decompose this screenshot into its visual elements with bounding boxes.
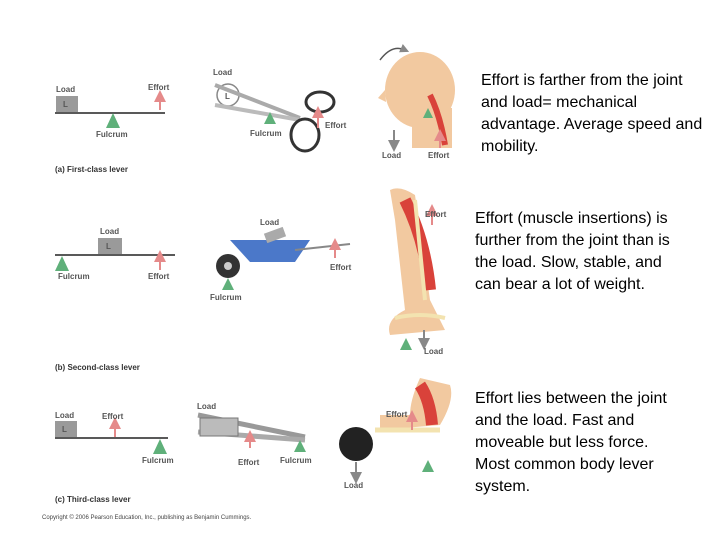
load-box <box>56 96 78 112</box>
elbow-fulcrum <box>422 460 434 472</box>
load-label: Load <box>100 227 119 236</box>
tweezers-fulcrum <box>294 440 306 452</box>
tweezers-fulcrum-label: Fulcrum <box>280 456 312 465</box>
load-label: Load <box>55 411 74 420</box>
tweezers-grip <box>199 417 239 437</box>
tweezers-effort-label: Effort <box>238 458 260 467</box>
effort-label: Effort <box>102 412 124 421</box>
second-class-caption: (b) Second-class lever <box>55 363 140 372</box>
wheelbarrow-fulcrum-label: Fulcrum <box>210 293 242 302</box>
third-class-lever-schematic: Load L Effort Fulcrum <box>55 411 174 465</box>
arm-effort-label: Effort <box>386 410 408 419</box>
arm-load-label: Load <box>344 481 363 490</box>
copyright-notice: Copyright © 2006 Pearson Education, Inc.… <box>42 515 252 521</box>
load-box <box>98 238 122 254</box>
load-box-label: L <box>63 100 68 109</box>
head-rotation-arrow <box>379 44 410 61</box>
fulcrum-label: Fulcrum <box>96 130 128 139</box>
load-box <box>55 421 77 437</box>
head-load-label: Load <box>382 151 401 160</box>
scissors-illustration: Load L Fulcrum Effort <box>213 68 347 153</box>
scissors-fulcrum <box>264 112 276 124</box>
leg-foot-illustration: Effort Load <box>389 188 447 356</box>
wheelbarrow-load-label: Load <box>260 218 279 227</box>
effort-label: Effort <box>148 83 170 92</box>
second-class-lever-schematic: Load L Fulcrum Effort <box>55 227 175 281</box>
leg-load-label: Load <box>424 347 443 356</box>
wheelbarrow-fulcrum <box>222 278 234 290</box>
third-class-caption: (c) Third-class lever <box>55 495 131 504</box>
load-label: Load <box>56 85 75 94</box>
ball-load <box>339 427 373 461</box>
scissors-effort-label: Effort <box>325 121 347 130</box>
fulcrum-label: Fulcrum <box>142 456 174 465</box>
first-class-lever-schematic: L Load Fulcrum Effort <box>55 83 170 139</box>
scissors-load-label: Load <box>213 68 232 77</box>
head-effort-label: Effort <box>428 151 450 160</box>
wheelbarrow-illustration: Load Fulcrum Effort <box>210 218 352 302</box>
load-box-label: L <box>106 242 111 251</box>
second-class-description: Effort (muscle insertions) is further fr… <box>475 210 670 293</box>
first-class-description: Effort is farther from the joint and loa… <box>481 72 703 155</box>
foot-fulcrum <box>400 338 412 350</box>
head-neck-illustration: Load Effort <box>378 44 455 160</box>
arm-illustration: Load Effort <box>339 378 452 490</box>
fulcrum-label: Fulcrum <box>58 272 90 281</box>
fulcrum-triangle <box>55 256 69 271</box>
wheelbarrow-effort-label: Effort <box>330 263 352 272</box>
third-class-description: Effort lies between the joint and the lo… <box>475 390 667 495</box>
scissors-load-marker: L <box>225 92 230 101</box>
fulcrum-triangle <box>106 113 120 128</box>
load-box-label: L <box>62 425 67 434</box>
wheelbarrow-bin <box>230 240 310 262</box>
biceps-muscle <box>414 381 438 426</box>
fulcrum-triangle <box>153 439 167 454</box>
effort-label: Effort <box>148 272 170 281</box>
neck-fulcrum <box>423 108 433 118</box>
scissors-fulcrum-label: Fulcrum <box>250 129 282 138</box>
first-class-caption: (a) First-class lever <box>55 165 128 174</box>
leg-effort-label: Effort <box>425 210 447 219</box>
tweezers-load-label: Load <box>197 402 216 411</box>
tweezers-illustration: Load Effort Fulcrum <box>197 402 312 467</box>
